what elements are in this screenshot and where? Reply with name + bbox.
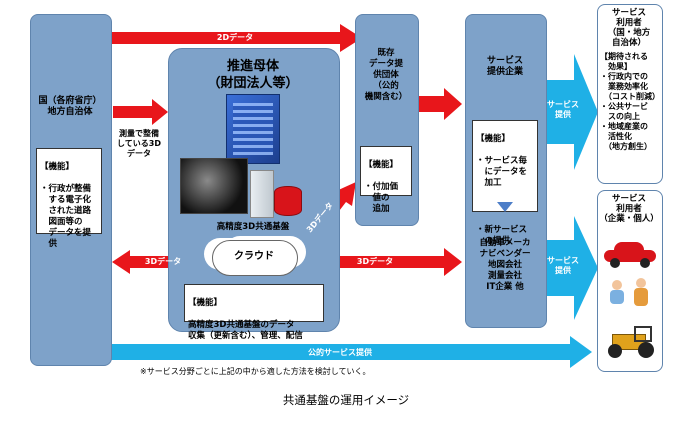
existing-function-body: ・付加価 値の 追加: [364, 182, 399, 214]
label-2d-top: 2Dデータ: [216, 33, 254, 42]
label-survey-3d: 測量で整備 している3D データ: [117, 129, 161, 158]
label-3d-left: 3Dデータ: [144, 257, 182, 266]
arrow-down-icon: [497, 202, 513, 212]
existing-function-header: 【機能】: [364, 160, 399, 170]
provider-function-header: 【機能】: [476, 134, 511, 144]
arrow-survey-3d: [113, 99, 168, 125]
provider-title: サービス 提供企業: [486, 56, 523, 77]
building-image: [226, 94, 280, 164]
cloud-shape: [212, 240, 298, 276]
arrow-2d-top: [112, 24, 362, 52]
arrow-2d3d: [418, 88, 462, 120]
provider-function-body1: ・サービス毎 にデータを 加工: [476, 156, 528, 188]
promo-function-header: 【機能】: [188, 298, 223, 308]
user2-title: サービス 利用者 （企業・個人）: [599, 194, 659, 224]
promo-title: 推進母体 （財団法人等）: [207, 59, 299, 91]
point-cloud-image: [180, 158, 248, 214]
label-2d3d: 2D/3D データ: [427, 124, 455, 143]
user1-title: サービス 利用者 （国・地方 自治体）: [607, 8, 651, 48]
existing-title: 既存 データ提 供団体 （公的 機関含む）: [364, 48, 408, 102]
server-image: [250, 170, 274, 218]
gov-function-body: ・行政が整備 する電子化 された道路 図面等の データを提 供: [40, 184, 92, 249]
user1-effects: 【期待される 効果】 ・行政内での 業務効率化 （コスト削減） ・公共サービ ス…: [600, 52, 660, 151]
figure-caption: 共通基盤の運用イメージ: [282, 393, 410, 407]
gov-function-header: 【機能】: [40, 162, 75, 172]
user1-column: [597, 4, 663, 184]
database-image: [274, 186, 302, 216]
arrow-service-1: [545, 54, 598, 170]
label-public-service: 公的サービス提供: [308, 348, 372, 357]
platform-label: 高精度3D共通基盤: [216, 222, 290, 232]
arrow-service-2: [545, 216, 598, 320]
gov-function-box: 【機能】 ・行政が整備 する電子化 された道路 図面等の データを提 供: [36, 148, 102, 249]
promo-function-body: 高精度3D共通基盤のデータ 収集（更新含む）、管理、配信: [188, 320, 303, 341]
label-service-2: サービス 提供: [547, 256, 579, 275]
arrow-3d-right: [300, 248, 462, 276]
provider-companies: 自動車メーカ ナビベンダー 地図会社 測量会社 IT企業 他: [479, 238, 531, 292]
provider-function-body2: ・新サービス の提供: [476, 225, 528, 246]
existing-function-box: 【機能】 ・付加価 値の 追加: [360, 146, 412, 214]
promo-function-box: 【機能】 高精度3D共通基盤のデータ 収集（更新含む）、管理、配信: [184, 284, 324, 341]
arrow-public-service: [110, 336, 592, 368]
tractor-image: [606, 326, 656, 360]
gov-title: 国（各府省庁） 地方自治体: [38, 96, 102, 117]
people-image: [608, 278, 654, 308]
provider-function-box: 【機能】 ・サービス毎 にデータを 加工 ・新サービス の提供: [472, 120, 538, 246]
label-service-1: サービス 提供: [547, 100, 579, 119]
label-3d-right: 3Dデータ: [356, 257, 394, 266]
cloud-label: クラウド: [234, 251, 274, 262]
car-image: [604, 242, 656, 268]
footnote: ※サービス分野ごとに上記の中から適した方法を検討していく。: [140, 367, 371, 376]
